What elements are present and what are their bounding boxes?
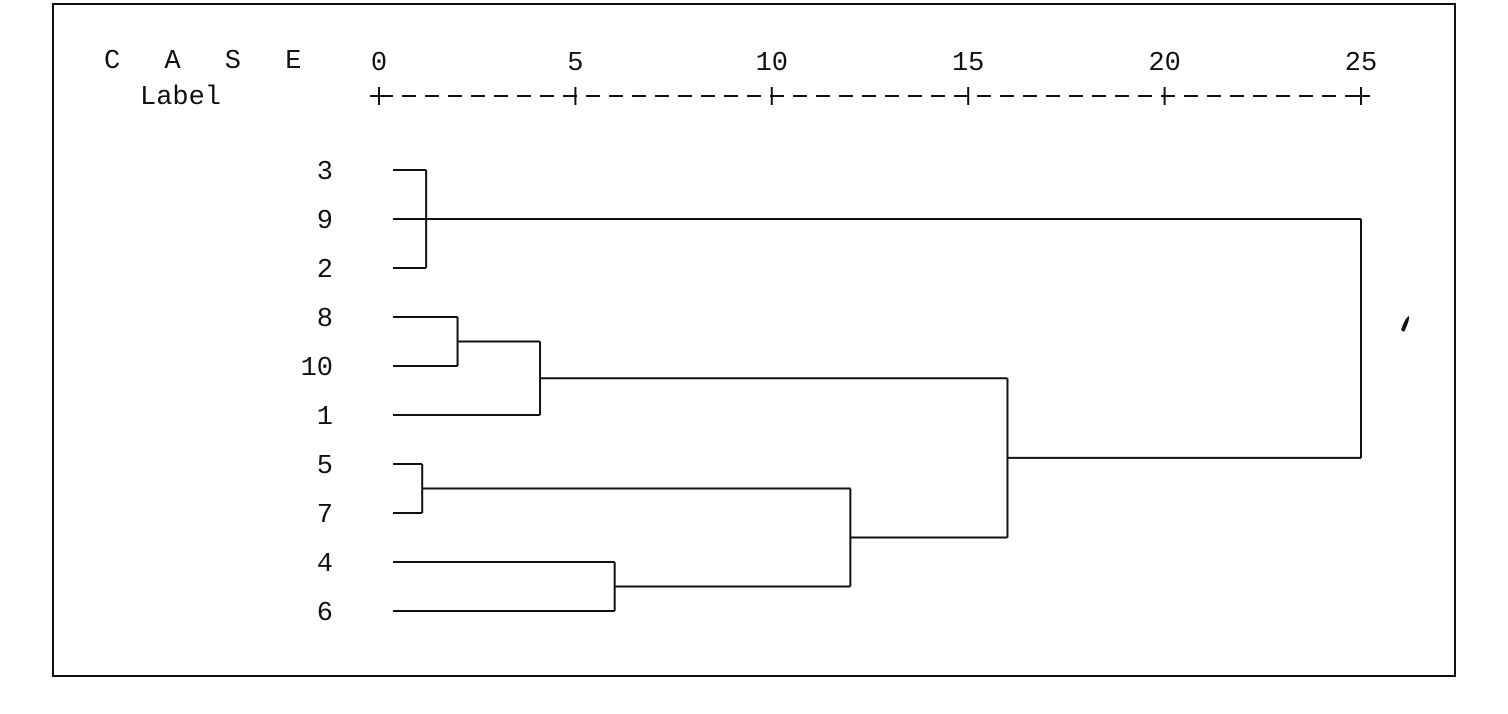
- case-header: C A S E: [104, 47, 315, 77]
- stray-ink-mark: [1401, 316, 1410, 332]
- case-label: 2: [317, 256, 333, 286]
- case-labels: 3 9 2 8 10 1 5 7 4 6: [301, 158, 333, 629]
- label-header: Label: [140, 83, 221, 113]
- case-label: 10: [301, 354, 333, 384]
- case-label: 5: [317, 452, 333, 482]
- scale-tick-label: 25: [1345, 49, 1377, 79]
- case-label: 3: [317, 158, 333, 188]
- case-label: 9: [317, 207, 333, 237]
- scale-tick-label: 0: [371, 49, 387, 79]
- scale-tick-label: 20: [1148, 49, 1180, 79]
- case-label: 4: [317, 550, 333, 580]
- scale-tick-label: 10: [756, 49, 788, 79]
- dendrogram-tree: [393, 169, 1362, 612]
- distance-scale: 0 5 10 15 20 25: [370, 49, 1377, 105]
- scale-tick-label: 15: [952, 49, 984, 79]
- figure-frame: [52, 3, 1456, 677]
- scale-tick-label: 5: [567, 49, 583, 79]
- case-label: 7: [317, 501, 333, 531]
- case-label: 6: [317, 599, 333, 629]
- case-label: 1: [317, 403, 333, 433]
- case-label: 8: [317, 305, 333, 335]
